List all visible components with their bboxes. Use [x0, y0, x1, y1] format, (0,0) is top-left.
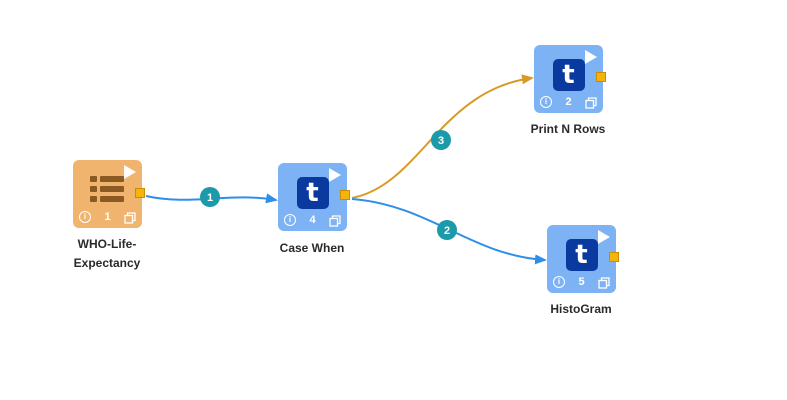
play-icon[interactable] [124, 165, 136, 179]
output-port[interactable] [596, 72, 606, 82]
edge-badge-3[interactable]: 3 [431, 130, 451, 150]
node-label-line: HistoGram [550, 302, 612, 316]
node-label-histogram: HistoGram [521, 300, 641, 319]
edge-badge-2-text: 2 [444, 225, 450, 237]
table-icon [89, 174, 124, 206]
node-number: 4 [309, 214, 316, 226]
node-who-life-expectancy[interactable]: i 1 [73, 160, 145, 228]
info-icon[interactable]: i [553, 276, 565, 288]
info-icon[interactable]: i [284, 214, 296, 226]
output-port[interactable] [340, 190, 350, 200]
play-icon[interactable] [598, 230, 610, 244]
node-label-line: Expectancy [73, 256, 141, 270]
node-label-case-when: Case When [252, 239, 372, 258]
node-label-who-life-expectancy: WHO-Life- Expectancy [47, 235, 167, 273]
output-port[interactable] [609, 252, 619, 262]
output-port[interactable] [135, 188, 145, 198]
play-icon[interactable] [329, 168, 341, 182]
t-icon: t [296, 177, 329, 209]
node-number: 2 [565, 96, 572, 108]
edge-badge-2[interactable]: 2 [437, 220, 457, 240]
info-icon[interactable]: i [540, 96, 552, 108]
node-number: 1 [104, 211, 111, 223]
t-icon: t [565, 239, 598, 271]
play-icon[interactable] [585, 50, 597, 64]
node-histogram[interactable]: t i 5 [547, 225, 619, 293]
copy-icon[interactable] [124, 212, 136, 224]
node-label-print-n-rows: Print N Rows [508, 120, 628, 139]
copy-icon[interactable] [598, 277, 610, 289]
info-icon[interactable]: i [79, 211, 91, 223]
edge-badge-3-text: 3 [438, 135, 444, 147]
node-case-when[interactable]: t i 4 [278, 163, 350, 231]
edge-badge-1[interactable]: 1 [200, 187, 220, 207]
copy-icon[interactable] [329, 215, 341, 227]
node-label-line: Case When [279, 241, 345, 255]
edge-badge-1-text: 1 [207, 192, 213, 204]
copy-icon[interactable] [585, 97, 597, 109]
node-print-n-rows[interactable]: t i 2 [534, 45, 606, 113]
node-label-line: WHO-Life- [77, 237, 137, 251]
t-icon: t [552, 59, 585, 91]
node-number: 5 [578, 276, 585, 288]
node-label-line: Print N Rows [530, 122, 606, 136]
